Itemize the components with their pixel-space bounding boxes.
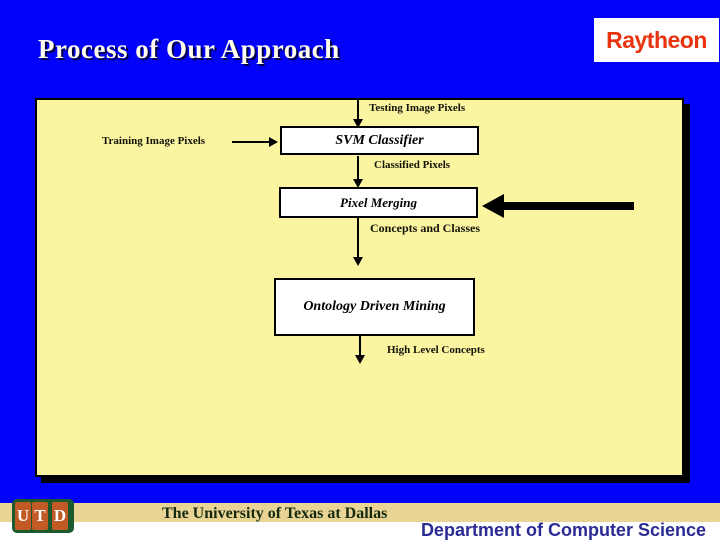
label-testing-image-pixels: Testing Image Pixels (369, 102, 466, 114)
footer-white-band (0, 522, 720, 540)
slide-title: Process of Our Approach (38, 34, 340, 64)
raytheon-logo: Raytheon (594, 18, 719, 62)
utd-logo: U T D (12, 499, 74, 533)
flow-line-ontology-output (359, 336, 361, 355)
label-training-image-pixels: Training Image Pixels (102, 135, 206, 147)
footer-tan-band (0, 503, 720, 522)
arrow-right-icon (269, 137, 278, 147)
box-svm-classifier: SVM Classifier (280, 126, 479, 155)
utd-logo-letter-d: D (52, 502, 68, 530)
arrow-down-icon (353, 119, 363, 128)
flow-line-merging-to-ontology (357, 218, 359, 257)
arrow-down-icon (355, 355, 365, 364)
label-classified-pixels: Classified Pixels (374, 159, 451, 171)
label-high-level-concepts: High Level Concepts (387, 344, 485, 356)
big-arrow-left-icon (482, 194, 504, 218)
raytheon-logo-text: Raytheon (606, 26, 707, 53)
flow-line-svm-to-merging (357, 156, 359, 179)
arrow-down-icon (353, 257, 363, 266)
flow-line-top-to-svm (357, 100, 359, 119)
utd-logo-letter-t: T (32, 502, 48, 530)
box-pixel-merging: Pixel Merging (279, 187, 478, 218)
utd-logo-letter-u: U (15, 502, 31, 530)
arrow-down-icon (353, 179, 363, 188)
box-ontology-driven-mining: Ontology Driven Mining (274, 278, 475, 336)
label-concepts-and-classes: Concepts and Classes (370, 221, 481, 235)
university-name: The University of Texas at Dallas (162, 505, 388, 522)
flowchart-panel: Testing Image Pixels SVM Classifier Trai… (35, 98, 684, 477)
flow-line-training-to-svm (232, 141, 269, 143)
department-name: Department of Computer Science (420, 520, 706, 540)
big-arrow-shaft (504, 202, 634, 210)
